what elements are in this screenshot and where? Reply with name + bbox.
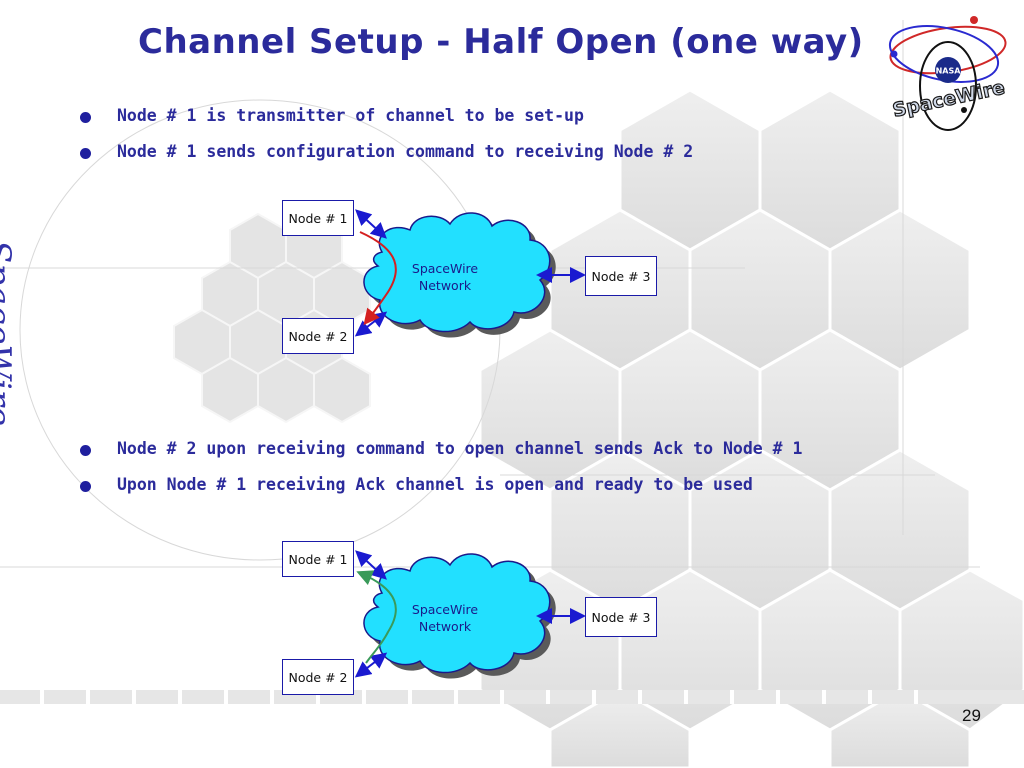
slide-title: Channel Setup - Half Open (one way): [138, 22, 864, 62]
bullet-dot: [80, 112, 91, 123]
cloud-label-line2: Network: [418, 278, 472, 293]
bullet-dot: [80, 445, 91, 456]
page-number: 29: [962, 706, 981, 725]
cloud-shape: [363, 553, 556, 679]
node-1-box: Node # 1: [282, 200, 354, 236]
bullet-text: Node # 1 is transmitter of channel to be…: [117, 106, 584, 125]
bullet-dot: [80, 481, 91, 492]
cloud-label-line1: SpaceWire: [411, 261, 479, 276]
diagram-bottom-graphics: [354, 550, 586, 679]
spacewire-logo: NASA SpaceWire: [888, 16, 1007, 131]
node-3-box: Node # 3: [585, 597, 657, 637]
cloud-shape: [363, 212, 556, 338]
cloud-label: SpaceWire Network: [390, 260, 500, 294]
node-2-box: Node # 2: [282, 318, 354, 354]
nasa-badge: NASA: [935, 57, 961, 83]
cloud-label: SpaceWire Network: [390, 601, 500, 635]
link-node1: [355, 550, 387, 580]
cloud-label-line2: Network: [418, 619, 472, 634]
node-1-box: Node # 1: [282, 541, 354, 577]
node-3-box: Node # 3: [585, 256, 657, 296]
link-node2: [354, 652, 388, 678]
bottom-stripe: [0, 690, 1024, 704]
bullet-dot: [80, 148, 91, 159]
diagram-top-graphics: [354, 209, 586, 338]
logo-wordmark: SpaceWire: [891, 77, 1007, 122]
node-2-box: Node # 2: [282, 659, 354, 695]
ack-path: [356, 570, 397, 664]
cloud-label-line1: SpaceWire: [411, 602, 479, 617]
svg-text:NASA: NASA: [936, 67, 962, 76]
bullet-text: Upon Node # 1 receiving Ack channel is o…: [117, 475, 753, 494]
command-path: [359, 231, 397, 326]
bullet-text: Node # 1 sends configuration command to …: [117, 142, 694, 161]
link-node1: [355, 209, 387, 239]
bullet-text: Node # 2 upon receiving command to open …: [117, 439, 803, 458]
